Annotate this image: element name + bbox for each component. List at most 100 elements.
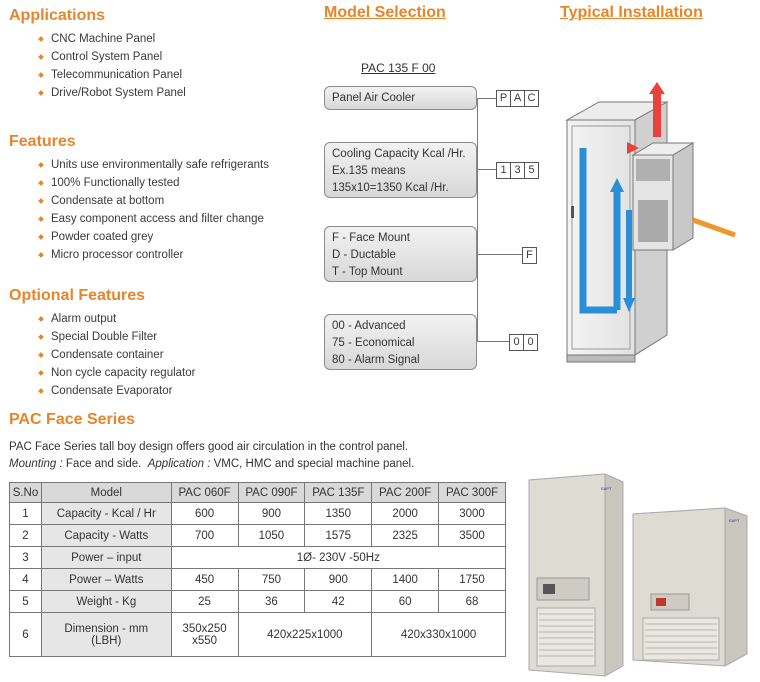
table-cell: 900 (237, 502, 306, 525)
box-line: T - Top Mount (332, 266, 403, 278)
tall-unit-illustration (528, 473, 624, 677)
code-cell: 0 (509, 334, 524, 351)
list-item: CNC Machine Panel (37, 30, 186, 48)
product-photos: EAPT EAPT (515, 470, 760, 682)
table-cell: 3000 (438, 502, 506, 525)
table-cell-merged: 1Ø- 230V -50Hz (170, 546, 507, 569)
row-number: 3 (9, 546, 42, 569)
row-label: Dimension - mm(LBH) (40, 612, 172, 657)
column-header: S.No (9, 482, 42, 503)
row-number: 6 (9, 612, 42, 657)
connector-line (477, 341, 510, 342)
column-header: PAC 200F (371, 482, 440, 503)
application-label: Application : (147, 458, 211, 470)
table-cell: 2000 (371, 502, 440, 525)
box-line: Ex.135 means (332, 165, 406, 177)
row-label: Capacity - Kcal / Hr (40, 502, 172, 525)
code-cell: F (522, 247, 537, 264)
row-label-line: (LBH) (91, 634, 122, 647)
code-cells-pac: P A C (496, 90, 539, 107)
table-cell: 1400 (371, 568, 440, 591)
code-cell: C (524, 90, 539, 107)
row-number: 4 (9, 568, 42, 591)
list-item: Drive/Robot System Panel (37, 84, 186, 102)
optional-features-list: Alarm output Special Double Filter Conde… (37, 310, 195, 400)
table-cell: 68 (438, 590, 506, 613)
table-header-row: S.No Model PAC 060F PAC 090F PAC 135F PA… (9, 482, 506, 503)
list-item: Condensate container (37, 346, 195, 364)
table-cell: 42 (304, 590, 373, 613)
list-item: Powder coated grey (37, 228, 269, 246)
row-label-line: Dimension - mm (64, 622, 149, 635)
air-flow-loop (579, 142, 639, 314)
list-item: Non cycle capacity regulator (37, 364, 195, 382)
table-cell-merged: 420x225x1000 (237, 612, 373, 657)
box-line: D - Ductable (332, 249, 396, 261)
series-mounting-line: Mounting : Face and side. Application : … (9, 458, 414, 470)
features-list: Units use environmentally safe refrigera… (37, 156, 269, 264)
table-cell: 700 (170, 524, 239, 547)
mounting-value: Face and side. (62, 458, 148, 470)
box-line: 75 - Economical (332, 337, 415, 349)
box-line: 80 - Alarm Signal (332, 354, 420, 366)
connector-line (477, 254, 523, 255)
row-label: Capacity - Watts (40, 524, 172, 547)
table-cell: 3500 (438, 524, 506, 547)
table-row: 1 Capacity - Kcal / Hr 600 900 1350 2000… (9, 502, 506, 525)
connector-line (477, 98, 497, 99)
typical-installation-heading: Typical Installation (560, 4, 703, 21)
optional-features-heading: Optional Features (9, 287, 146, 304)
installation-diagram (565, 82, 736, 363)
connector-line (477, 169, 497, 170)
model-code: PAC 135 F 00 (361, 61, 436, 75)
column-header: PAC 300F (438, 482, 506, 503)
table-cell: 600 (170, 502, 239, 525)
applications-list: CNC Machine Panel Control System Panel T… (37, 30, 186, 102)
table-cell: 1750 (438, 568, 506, 591)
logo-label: EAPT (601, 486, 612, 491)
model-selection-heading: Model Selection (324, 4, 446, 21)
table-row: 5 Weight - Kg 25 36 42 60 68 (9, 590, 506, 613)
table-cell: 750 (237, 568, 306, 591)
row-label: Power – Watts (40, 568, 172, 591)
pac-face-series-heading: PAC Face Series (9, 411, 135, 428)
list-item: Condensate Evaporator (37, 382, 195, 400)
code-cells-variant: 0 0 (509, 334, 538, 351)
connector-trunk (477, 98, 478, 341)
cell-line: x550 (192, 634, 218, 647)
series-description: PAC Face Series tall boy design offers g… (9, 441, 409, 453)
air-cooler-illustration (631, 142, 695, 251)
table-cell: 1575 (304, 524, 373, 547)
column-header: Model (40, 482, 172, 503)
code-cell: A (510, 90, 525, 107)
table-row: 2 Capacity - Watts 700 1050 1575 2325 35… (9, 524, 506, 547)
features-heading: Features (9, 133, 76, 150)
table-cell: 25 (170, 590, 239, 613)
table-cell: 60 (371, 590, 440, 613)
table-row: 4 Power – Watts 450 750 900 1400 1750 (9, 568, 506, 591)
applications-heading: Applications (9, 7, 106, 24)
model-box-variant: 00 - Advanced 75 - Economical 80 - Alarm… (324, 314, 477, 370)
code-cell: P (496, 90, 511, 107)
list-item: Alarm output (37, 310, 195, 328)
code-cell: 0 (523, 334, 538, 351)
column-header: PAC 060F (170, 482, 239, 503)
list-item: Telecommunication Panel (37, 66, 186, 84)
code-cells-capacity: 1 3 5 (496, 162, 539, 179)
model-box-mounting: F - Face Mount D - Ductable T - Top Moun… (324, 226, 477, 282)
box-line: Panel Air Cooler (332, 92, 416, 104)
ambient-air-arrow (692, 217, 736, 238)
cell-line: 350x250 (182, 622, 227, 635)
code-cell: 1 (496, 162, 511, 179)
hot-air-arrow (649, 82, 665, 137)
box-line: 00 - Advanced (332, 320, 406, 332)
row-number: 2 (9, 524, 42, 547)
mounting-label: Mounting : (9, 458, 63, 470)
logo-label: EAPT (729, 518, 740, 523)
application-value: VMC, HMC and special machine panel. (210, 458, 415, 470)
table-cell: 900 (304, 568, 373, 591)
list-item: Micro processor controller (37, 246, 269, 264)
column-header: PAC 090F (237, 482, 306, 503)
list-item: Condensate at bottom (37, 192, 269, 210)
